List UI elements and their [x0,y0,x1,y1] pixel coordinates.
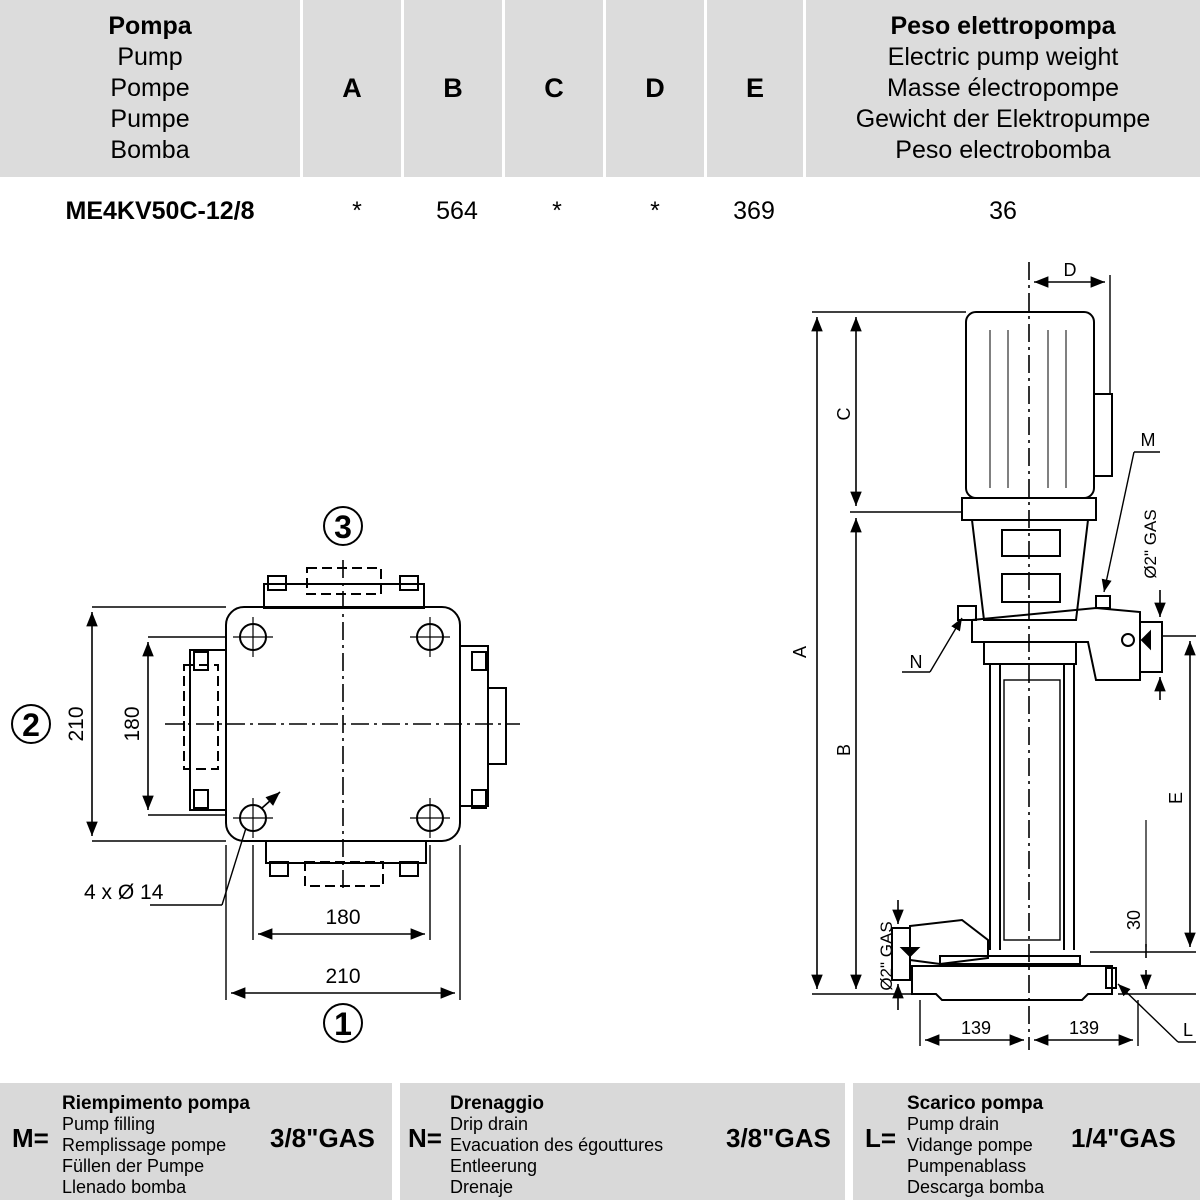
legend-m-names: Riempimento pompa Pump filling Remplissa… [62,1093,250,1198]
legend-l: L= Scarico pompa Pump drain Vidange pomp… [853,1083,1200,1200]
plan-dim-180-vertical: 180 [121,706,144,741]
legend-l-name-es: Descarga bomba [907,1177,1045,1197]
plan-label-2: 2 [22,707,40,743]
plan-dim-210-horizontal: 210 [325,965,360,988]
legend-n: N= Drenaggio Drip drain Evacuation des é… [400,1083,845,1200]
elev-dim-d: D [1064,260,1077,280]
row-weight: 36 [989,196,1017,225]
legend-n-name-en: Drip drain [450,1114,529,1134]
plan-holes-label: 4 x Ø 14 [84,881,164,904]
header-weight-de: Gewicht der Elektropumpe [855,105,1151,133]
elev-dim-30: 30 [1124,910,1144,930]
legend-m-name-en: Pump filling [62,1114,156,1134]
legend-l-name-fr: Vidange pompe [907,1135,1033,1155]
elevation-view [811,262,1196,1050]
header-pump: Pompa Pump Pompe Pumpe Bomba [0,0,300,177]
legend-m-name-de: Füllen der Pumpe [62,1156,205,1176]
plan-view [11,506,520,1043]
header-weight: Peso elettropompa Electric pump weight M… [806,0,1200,177]
row-b: 564 [436,196,478,225]
row-e: 369 [733,196,775,225]
legend-m-name-fr: Remplissage pompe [62,1135,227,1155]
elev-dim-b: B [834,744,854,756]
elev-dim-e: E [1166,792,1186,804]
legend-m-value: 3/8"GAS [270,1123,375,1153]
legend-m-key: M= [12,1123,49,1153]
elev-dim-139-right: 139 [1069,1018,1099,1038]
legend-n-value: 3/8"GAS [726,1123,831,1153]
header-col-b: B [404,0,502,177]
row-a: * [352,196,362,225]
header-col-c: C [505,0,603,177]
legend-n-names: Drenaggio Drip drain Evacuation des égou… [450,1093,663,1198]
row-model: ME4KV50C-12/8 [65,196,255,225]
legend-l-name-en: Pump drain [907,1114,1000,1134]
header-col-e: E [707,0,803,177]
header-col-a: A [303,0,401,177]
row-d: * [650,196,660,225]
elev-port-top: Ø2" GAS [1141,509,1160,578]
legend-l-name-de: Pumpenablass [907,1156,1027,1176]
plan-label-3: 3 [334,509,352,545]
plan-dim-180-horizontal: 180 [325,906,360,929]
elev-dim-a: A [790,646,810,658]
header-weight-fr: Masse électropompe [886,74,1120,102]
legend-n-key: N= [408,1123,442,1153]
legend-m-name-it: Riempimento pompa [62,1093,250,1114]
row-c: * [552,196,562,225]
legend-n-name-it: Drenaggio [450,1093,544,1114]
elev-dim-c: C [834,408,854,421]
elev-port-bottom: Ø2" GAS [877,921,896,990]
legend-n-name-fr: Evacuation des égouttures [450,1135,664,1155]
header-pump-de: Pumpe [110,105,190,133]
legend-l-value: 1/4"GAS [1071,1123,1176,1153]
plan-label-1: 1 [334,1006,352,1042]
plan-dim-210-vertical: 210 [65,706,88,741]
header-weight-es: Peso electrobomba [895,136,1111,164]
legend-m-name-es: Llenado bomba [62,1177,187,1197]
elev-label-m: M [1141,430,1156,450]
technical-drawing: 3 2 1 210 180 180 210 4 x Ø 14 [11,260,1196,1050]
legend-n-name-de: Entleerung [450,1156,538,1176]
header-pump-es: Bomba [110,136,190,164]
header-col-d: D [606,0,704,177]
header-weight-en: Electric pump weight [887,43,1119,71]
header-pump-en: Pump [117,43,183,71]
legend-l-name-it: Scarico pompa [907,1093,1044,1114]
legend-m: M= Riempimento pompa Pump filling Rempli… [0,1083,392,1200]
elev-label-l: L [1183,1020,1193,1040]
elev-label-n: N [910,652,923,672]
header-weight-it: Peso elettropompa [890,12,1116,40]
header-pump-fr: Pompe [110,74,190,102]
legend-l-names: Scarico pompa Pump drain Vidange pompe P… [907,1093,1044,1198]
elev-dim-139-left: 139 [961,1018,991,1038]
header-pump-it: Pompa [108,12,192,40]
legend-l-key: L= [865,1123,897,1153]
legend-n-name-es: Drenaje [450,1177,514,1197]
